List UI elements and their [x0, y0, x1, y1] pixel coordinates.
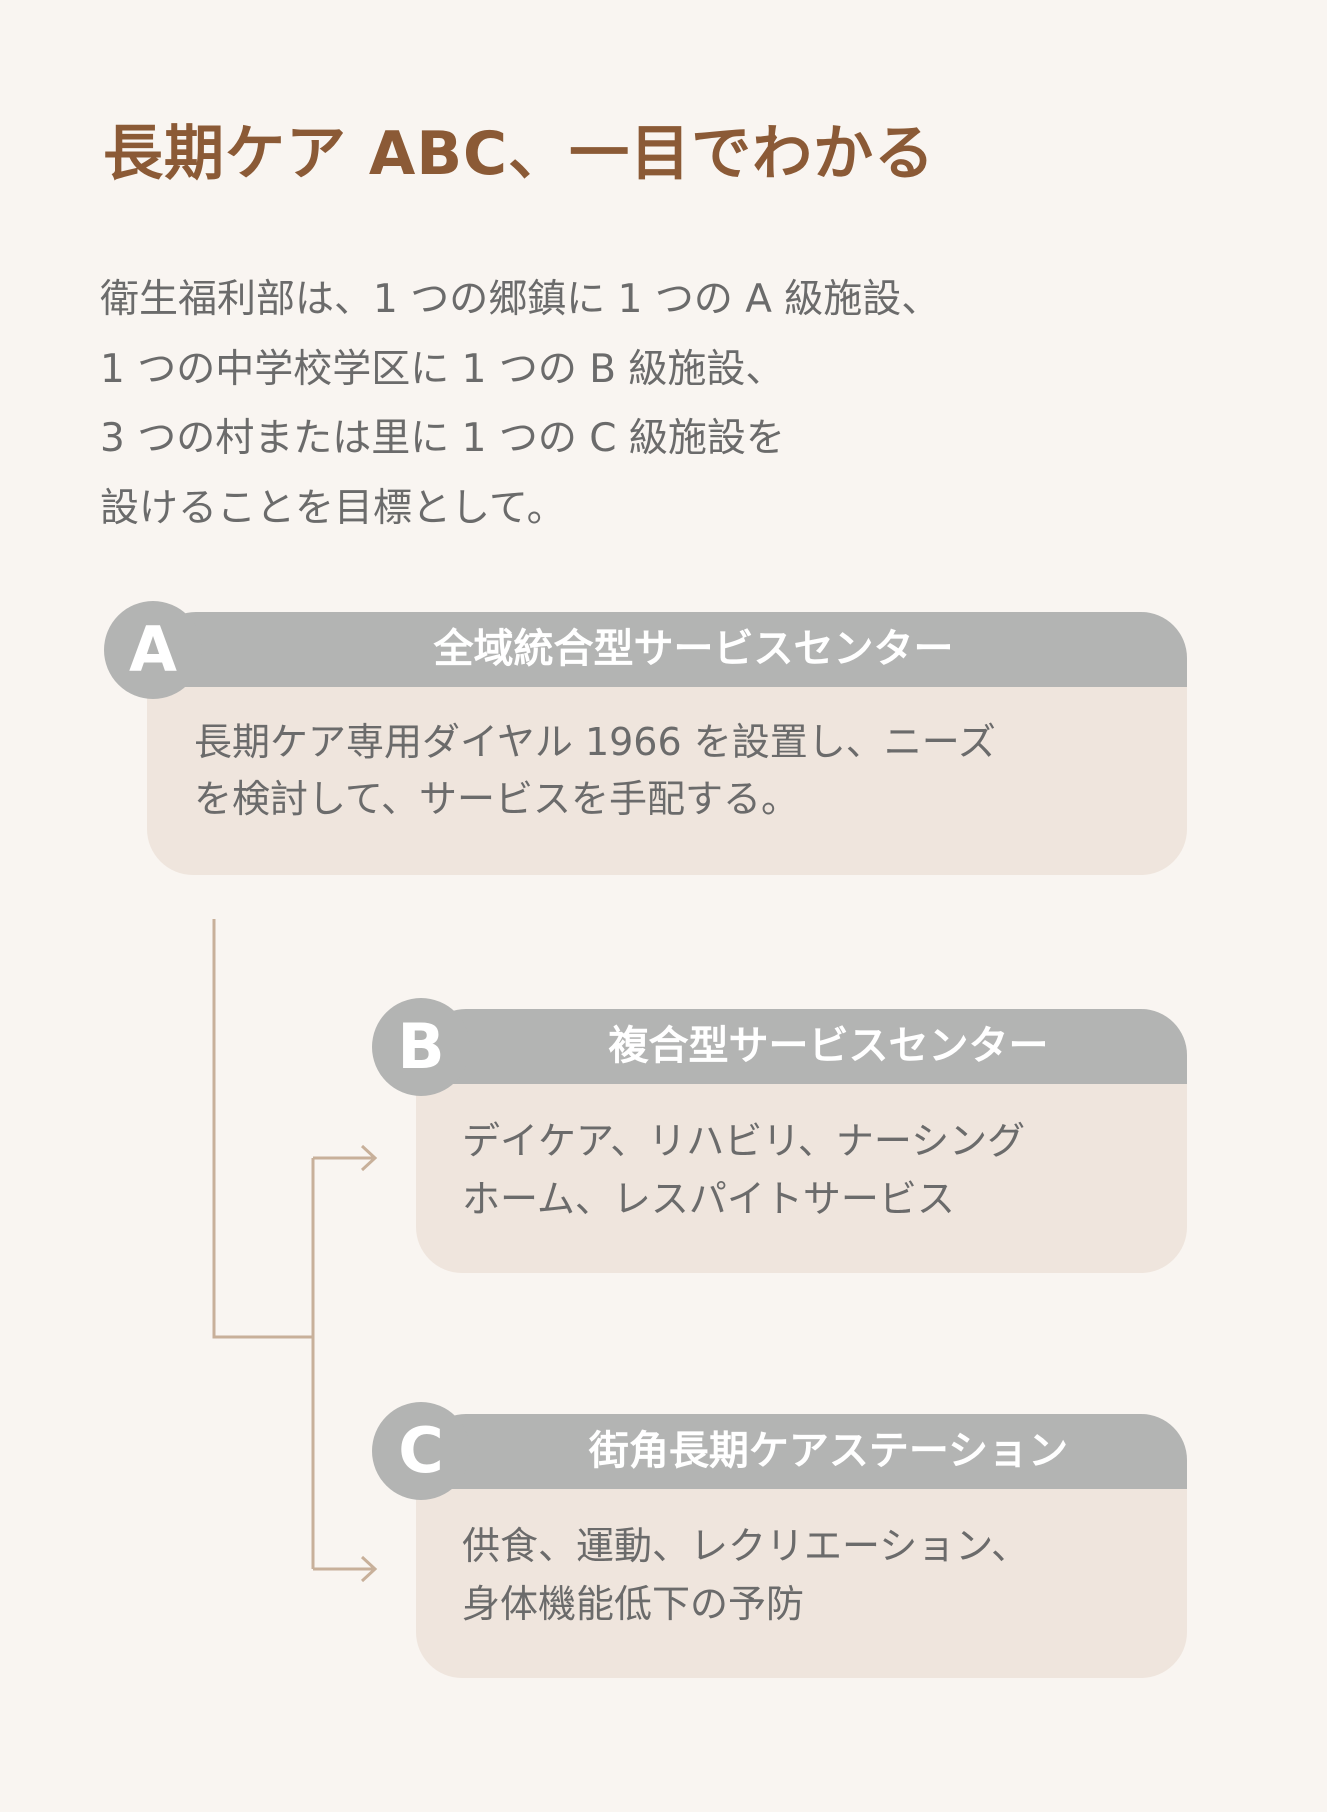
page-title: 長期ケア ABC、一目でわかる — [103, 119, 936, 189]
intro-line: 3 つの村または里に 1 つの C 級施設を — [100, 416, 785, 461]
card-a-line: を検討して、サービスを手配する。 — [194, 777, 799, 821]
card-a-letter: A — [104, 601, 202, 699]
card-b-heading: 複合型サービスセンター — [608, 1023, 1049, 1069]
arrow-c-icon — [360, 1555, 378, 1583]
card-c-line: 身体機能低下の予防 — [462, 1582, 805, 1626]
card-b-line: デイケア、リハビリ、ナーシング — [462, 1119, 1026, 1163]
card-a-body — [147, 687, 1187, 875]
card-c-header: 街角長期ケアステーション — [420, 1414, 1187, 1489]
connector-trunk — [212, 919, 313, 1339]
card-b-header: 複合型サービスセンター — [420, 1009, 1187, 1084]
intro-paragraph: 衛生福利部は、1 つの郷鎮に 1 つの A 級施設、 1 つの中学校学区に 1 … — [100, 265, 940, 543]
card-a-header: 全域統合型サービスセンター — [150, 612, 1187, 687]
card-c-heading: 街角長期ケアステーション — [588, 1428, 1069, 1474]
card-a-line: 長期ケア専用ダイヤル 1966 を設置し、ニーズ — [194, 720, 996, 764]
intro-line: 設けることを目標として。 — [100, 485, 566, 531]
card-b-letter: B — [372, 998, 470, 1096]
card-b-body — [416, 1084, 1187, 1273]
card-c-letter: C — [372, 1402, 470, 1500]
arrow-b-icon — [360, 1144, 378, 1172]
intro-line: 1 つの中学校学区に 1 つの B 級施設、 — [100, 346, 785, 392]
card-b-line: ホーム、レスパイトサービス — [462, 1177, 955, 1221]
card-c-line: 供食、運動、レクリエーション、 — [462, 1524, 1029, 1568]
card-c-body — [416, 1489, 1187, 1678]
intro-line: 衛生福利部は、1 つの郷鎮に 1 つの A 級施設、 — [100, 277, 941, 322]
card-a-heading: 全域統合型サービスセンター — [433, 626, 954, 672]
